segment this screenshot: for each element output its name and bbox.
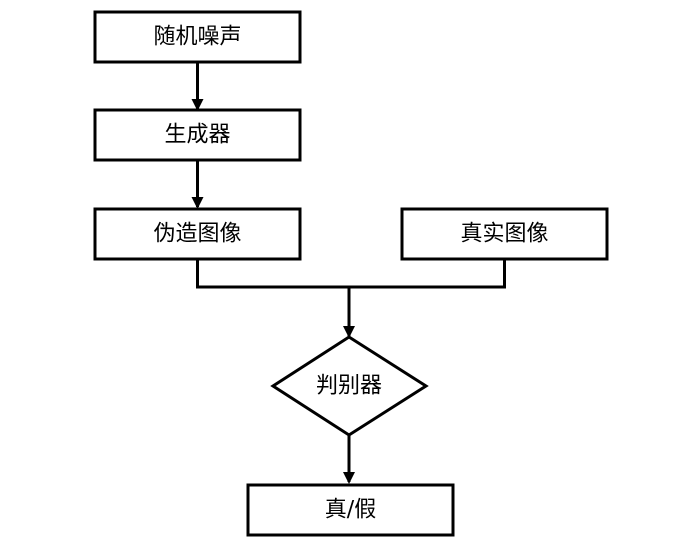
node-fake-image-label: 伪造图像 — [153, 222, 241, 247]
node-real-image-box — [400, 207, 609, 261]
edge-fake-image-to-merge — [196, 259, 349, 289]
node-generator-box — [93, 108, 302, 162]
node-discriminator: 判别器 — [270, 335, 429, 437]
node-real-fake-label: 真/假 — [325, 498, 376, 523]
node-random-noise: 随机噪声 — [93, 10, 302, 64]
node-fake-image: 伪造图像 — [93, 207, 302, 261]
node-fake-image-box — [93, 207, 302, 261]
node-real-fake: 真/假 — [246, 483, 455, 537]
edge-real-image-to-merge — [349, 259, 506, 289]
node-random-noise-box — [93, 10, 302, 64]
node-generator-label: 生成器 — [164, 123, 230, 148]
node-discriminator-label: 判别器 — [316, 374, 382, 399]
node-real-image-label: 真实图像 — [460, 222, 548, 247]
node-real-image: 真实图像 — [400, 207, 609, 261]
node-random-noise-label: 随机噪声 — [153, 25, 241, 50]
node-generator: 生成器 — [93, 108, 302, 162]
node-real-fake-box — [246, 483, 455, 537]
